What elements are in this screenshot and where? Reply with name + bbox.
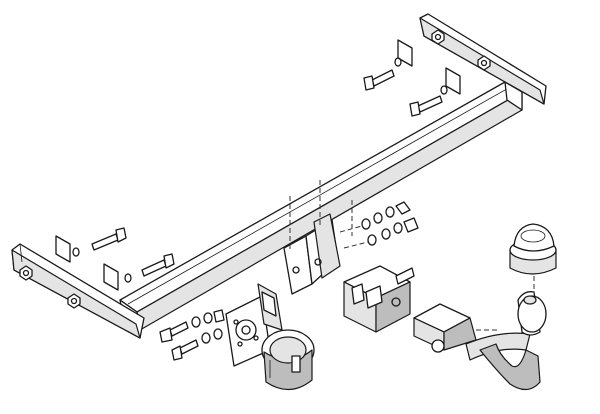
bolt-right-1 bbox=[363, 69, 395, 91]
left-bracket-bolts bbox=[72, 227, 175, 283]
electrical-socket bbox=[261, 329, 315, 391]
left-plate-nut bbox=[19, 265, 33, 281]
socket-bolts bbox=[159, 309, 225, 361]
bolt-right-2 bbox=[409, 95, 443, 117]
left-spacer-plate-2 bbox=[103, 263, 119, 291]
right-bracket-bolts bbox=[363, 57, 448, 117]
right-side-bracket bbox=[397, 13, 547, 105]
tow-ball-neck bbox=[465, 276, 547, 391]
right-spacer-plate-1 bbox=[397, 39, 413, 67]
crossbar bbox=[119, 81, 523, 331]
bolt-left-1 bbox=[91, 227, 127, 251]
locking-mechanism bbox=[343, 265, 415, 333]
center-mounting-plate bbox=[283, 180, 353, 295]
left-spacer-plate-1 bbox=[55, 235, 71, 263]
tow-ball-cap bbox=[509, 223, 557, 275]
left-plate-nut-2 bbox=[67, 293, 81, 309]
right-plate-nut-2 bbox=[477, 55, 491, 71]
left-side-bracket bbox=[11, 235, 145, 339]
right-plate-nut bbox=[431, 29, 445, 45]
tow-ball-receiver bbox=[413, 303, 500, 353]
center-bolts bbox=[339, 201, 419, 249]
bolt-left-2 bbox=[141, 253, 175, 277]
socket-mounting-plate bbox=[225, 283, 283, 367]
right-spacer-plate-2 bbox=[445, 67, 461, 95]
